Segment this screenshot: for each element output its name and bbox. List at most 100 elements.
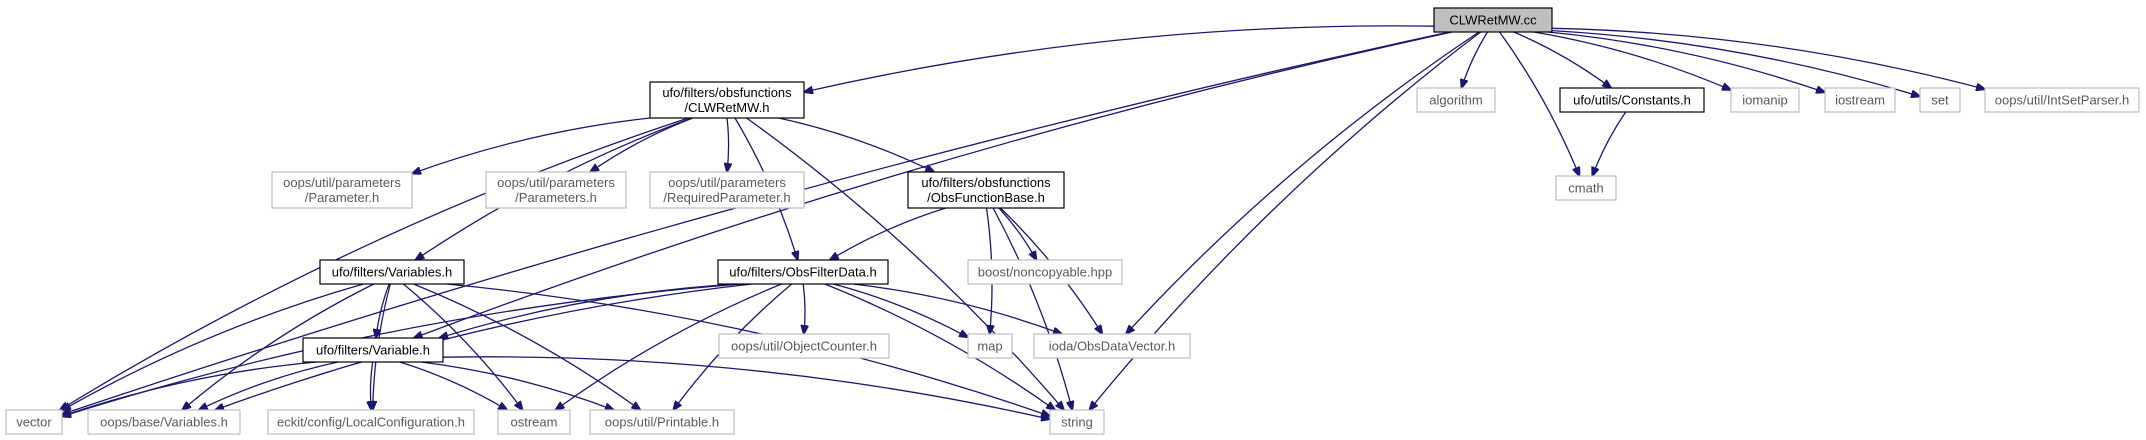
edge-obsfilter-to-map <box>833 283 968 337</box>
node-label-noncopy: boost/noncopyable.hpp <box>978 265 1112 280</box>
node-label-reqparam: /RequiredParameter.h <box>663 190 790 205</box>
node-box-localconf <box>267 409 475 435</box>
nodes-layer: CLWRetMW.cc ufo/filters/obsfunctions/CLWR… <box>5 7 2140 435</box>
edge-constants-to-cmath <box>1592 111 1627 176</box>
node-box-printable <box>589 409 735 435</box>
node-label-map: map <box>977 339 1002 354</box>
node-cmath: cmath <box>1555 175 1617 201</box>
edge-variable-to-vector <box>62 361 317 416</box>
edge-root-to-iodaobs <box>1126 31 1480 334</box>
node-variables[interactable]: ufo/filters/Variables.h <box>319 259 465 285</box>
node-label-reqparam: oops/util/parameters <box>668 175 786 190</box>
node-label-obsfilter: ufo/filters/ObsFilterData.h <box>729 265 876 280</box>
node-label-obsfuncbase: /ObsFunctionBase.h <box>927 190 1045 205</box>
edge-variable-to-ostream <box>399 361 507 410</box>
node-obsfuncbase[interactable]: ufo/filters/obsfunctions/ObsFunctionBase… <box>907 171 1065 209</box>
node-box-vector <box>5 409 63 435</box>
edge-root-to-cmath <box>1499 31 1580 176</box>
node-label-printable: oops/util/Printable.h <box>605 415 719 430</box>
node-label-param: oops/util/parameters <box>283 175 401 190</box>
node-label-localconf: eckit/config/LocalConfiguration.h <box>277 415 465 430</box>
edge-obsfuncbase-to-string <box>992 207 1072 410</box>
node-box-obsfilter <box>717 259 889 285</box>
node-label-iomanip: iomanip <box>1742 93 1788 108</box>
edge-obsfuncbase-to-obsfilter <box>830 207 946 260</box>
edge-obsfilter-to-string <box>824 283 1055 410</box>
node-box-ostream <box>497 409 571 435</box>
node-label-params: oops/util/parameters <box>497 175 615 190</box>
node-iostream: iostream <box>1824 87 1896 113</box>
edge-variables-to-ostream <box>402 283 522 410</box>
node-box-set <box>1919 87 1961 113</box>
edge-root-to-set <box>1551 29 1920 97</box>
node-reqparam: oops/util/parameters/RequiredParameter.h <box>649 171 805 209</box>
edge-root-to-clwh <box>804 25 1435 92</box>
node-iodaobs: ioda/ObsDataVector.h <box>1033 333 1191 359</box>
node-box-clwh <box>649 81 805 119</box>
node-label-constants: ufo/utils/Constants.h <box>1573 93 1691 108</box>
node-box-variable <box>302 337 444 363</box>
node-box-objcounter <box>718 333 890 359</box>
node-box-variables <box>319 259 465 285</box>
edge-obsfilter-to-iodaobs <box>853 283 1062 334</box>
node-param: oops/util/parameters/Parameter.h <box>271 171 413 209</box>
node-ostream: ostream <box>497 409 571 435</box>
node-label-obsfuncbase: ufo/filters/obsfunctions <box>921 175 1051 190</box>
node-label-ostream: ostream <box>511 415 558 430</box>
node-constants[interactable]: ufo/utils/Constants.h <box>1559 87 1705 113</box>
node-box-noncopy <box>967 259 1123 285</box>
edge-root-to-intset <box>1551 27 1985 89</box>
node-box-cmath <box>1555 175 1617 201</box>
node-objcounter: oops/util/ObjectCounter.h <box>718 333 890 359</box>
node-label-objcounter: oops/util/ObjectCounter.h <box>731 339 877 354</box>
edge-variables-to-printable <box>413 283 641 410</box>
node-label-vector: vector <box>16 415 52 430</box>
edge-root-to-iostream <box>1547 31 1825 92</box>
node-label-iodaobs: ioda/ObsDataVector.h <box>1049 339 1175 354</box>
node-vector: vector <box>5 409 63 435</box>
node-map: map <box>967 333 1013 359</box>
edge-obsfuncbase-to-noncopy <box>998 207 1036 260</box>
node-box-iomanip <box>1730 87 1800 113</box>
node-label-iostream: iostream <box>1835 93 1885 108</box>
edge-variable-to-printable <box>421 361 614 410</box>
node-obsfilter[interactable]: ufo/filters/ObsFilterData.h <box>717 259 889 285</box>
node-box-iodaobs <box>1033 333 1191 359</box>
node-label-set: set <box>1931 93 1949 108</box>
edge-variable-to-basevars <box>199 361 339 410</box>
node-box-iostream <box>1824 87 1896 113</box>
node-label-param: /Parameter.h <box>305 190 379 205</box>
node-box-root <box>1433 7 1553 33</box>
edge-clwh-to-params <box>590 117 694 172</box>
node-box-intset <box>1984 87 2140 113</box>
edge-clwh-to-vector <box>60 117 689 410</box>
node-box-algorithm <box>1416 87 1496 113</box>
node-root[interactable]: CLWRetMW.cc <box>1433 7 1553 33</box>
edge-clwh-to-string <box>746 117 1064 410</box>
edge-clwh-to-reqparam <box>727 117 729 172</box>
node-noncopy: boost/noncopyable.hpp <box>967 259 1123 285</box>
edge-root-to-algorithm <box>1462 31 1489 88</box>
edge-obsfilter-to-basevars <box>215 283 752 410</box>
node-label-clwh: ufo/filters/obsfunctions <box>662 85 792 100</box>
edge-obsfilter-to-objcounter <box>803 283 805 334</box>
node-label-intset: oops/util/IntSetParser.h <box>1995 93 2129 108</box>
node-algorithm: algorithm <box>1416 87 1496 113</box>
node-localconf: eckit/config/LocalConfiguration.h <box>267 409 475 435</box>
edge-clwh-to-param <box>412 117 651 174</box>
node-basevars: oops/base/Variables.h <box>87 409 241 435</box>
edge-variables-to-basevars <box>182 283 375 410</box>
node-variable[interactable]: ufo/filters/Variable.h <box>302 337 444 363</box>
node-box-map <box>967 333 1013 359</box>
node-params: oops/util/parameters/Parameters.h <box>485 171 627 209</box>
node-string: string <box>1049 409 1105 435</box>
edge-clwh-to-obsfuncbase <box>778 117 934 172</box>
node-clwh[interactable]: ufo/filters/obsfunctions/CLWRetMW.h <box>649 81 805 119</box>
node-box-basevars <box>87 409 241 435</box>
node-intset: oops/util/IntSetParser.h <box>1984 87 2140 113</box>
edge-root-to-iomanip <box>1533 31 1731 90</box>
node-box-constants <box>1559 87 1705 113</box>
node-box-string <box>1049 409 1105 435</box>
edge-obsfilter-to-ostream <box>556 283 782 410</box>
